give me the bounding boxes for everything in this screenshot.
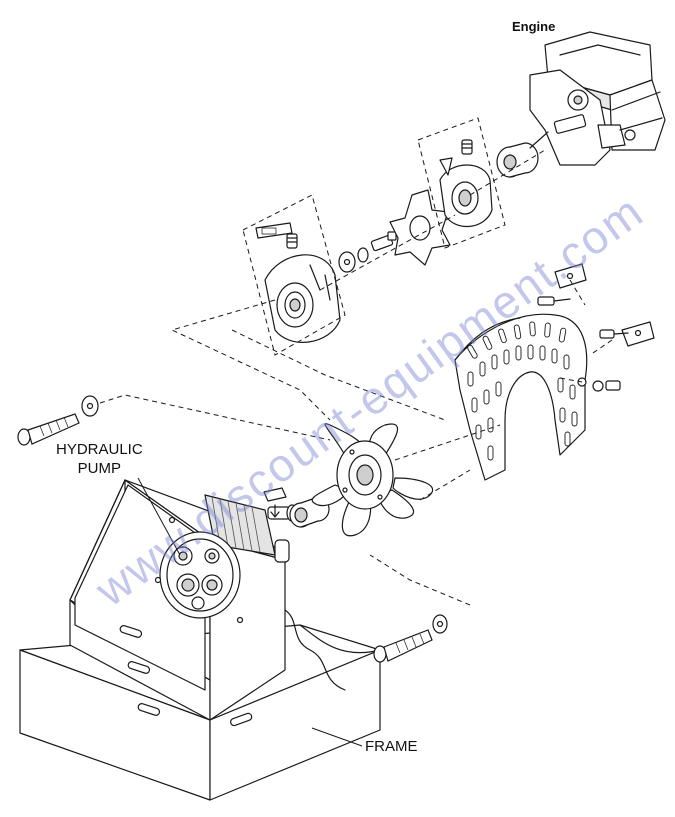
engine — [530, 32, 665, 165]
set-screw-right — [462, 140, 472, 154]
fan-guard — [455, 314, 587, 480]
assembly-centerlines — [100, 118, 612, 605]
hydraulic-pump-label: HYDRAULIC PUMP — [56, 440, 143, 478]
pump-leader-line — [138, 478, 180, 555]
set-screw-left — [287, 234, 297, 248]
frame-label: FRAME — [365, 738, 418, 755]
hydraulic-pump-label-line2: PUMP — [77, 460, 122, 477]
shaft-key — [264, 488, 286, 517]
cooling-fan — [312, 424, 432, 536]
hub-left-dashed-box — [243, 195, 345, 355]
hydraulic-pump-label-line1: HYDRAULIC — [56, 441, 143, 458]
frame-leader-line — [312, 728, 362, 746]
long-bolt-lower — [374, 615, 447, 662]
hub-right-dashed-box — [418, 118, 505, 248]
engine-label: Engine — [512, 19, 556, 34]
long-bolt-upper — [18, 396, 98, 445]
coupling-hub-left — [265, 255, 340, 342]
guard-bolt-2 — [600, 330, 628, 338]
guard-bolt-1 — [538, 297, 570, 305]
coupling-hub-right — [440, 158, 492, 226]
guard-bracket-upper — [555, 264, 586, 288]
thread-locker-tube — [256, 223, 292, 238]
guard-bolt-3 — [578, 378, 620, 391]
engine-shaft-collar — [497, 143, 538, 177]
guard-bracket-lower — [622, 322, 654, 346]
coupling-bolt — [371, 232, 396, 251]
washer — [339, 252, 355, 272]
lock-nut — [358, 248, 368, 262]
coupling-spider — [390, 190, 450, 265]
